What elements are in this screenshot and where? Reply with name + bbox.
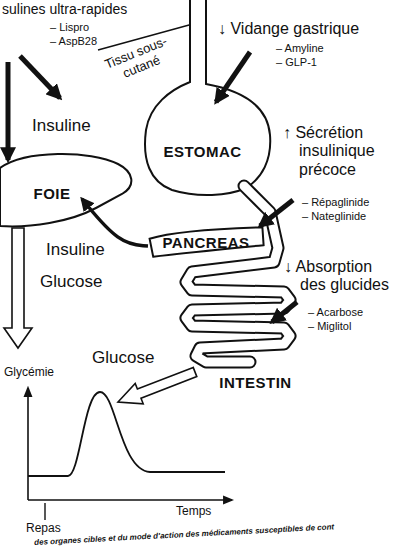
drug-name: – Nateglinide: [302, 210, 366, 223]
effect-heading: ↑ Sécrétion insulinique précoce: [283, 124, 401, 179]
x-axis: [28, 499, 232, 501]
meal-tick: [44, 503, 45, 520]
organ-liver: FOIE: [22, 178, 82, 208]
axis-label: Repas: [26, 522, 61, 536]
effect-heading: ↓ Vidange gastrique: [218, 20, 359, 38]
organ-stomach: ESTOMAC: [156, 138, 249, 164]
glucose-label: Glucose: [92, 348, 154, 368]
drug-name: – Lispro: [50, 21, 89, 34]
axis-label: Temps: [176, 505, 211, 519]
drug-arrow: [272, 302, 297, 322]
drug-name: – Miglitol: [308, 320, 351, 333]
hormone-label: Insuline: [32, 116, 91, 136]
hollow-arrow: [4, 228, 32, 348]
injection-arrow: [20, 56, 60, 98]
axis-label: Glycémie: [4, 366, 54, 380]
glycemia-curve: [28, 392, 225, 476]
insulin-arrow: [6, 62, 11, 160]
tissue-label: Tissu sous-cutané: [100, 33, 178, 88]
glucose-label: Glucose: [40, 272, 102, 292]
organ-name: ESTOMAC: [163, 143, 241, 160]
organ-pancreas: PANCREAS: [146, 226, 266, 258]
organ-name: INTESTIN: [219, 374, 291, 391]
drug-arrow: [260, 200, 293, 226]
y-axis: [27, 388, 29, 500]
organ-name: PANCREAS: [162, 234, 249, 251]
effect-heading: ↓ Absorption des glucides: [284, 258, 402, 295]
organ-name: FOIE: [33, 185, 70, 202]
drug-name: – Acarbose: [308, 306, 363, 319]
drug-name: – Amyline: [276, 42, 324, 55]
drug-name: – AspB28: [50, 35, 97, 48]
drug-name: – Répaglinide: [302, 196, 369, 209]
organ-intestine: INTESTIN: [212, 370, 299, 395]
edge-label: Insuline: [44, 240, 107, 260]
hollow-arrow: [118, 367, 197, 403]
figure-caption: des organes cibles et du mode d'action d…: [34, 522, 334, 547]
flow-arrow: [82, 199, 148, 246]
liver-outline: [0, 154, 131, 226]
drug-name: – GLP-1: [276, 56, 317, 69]
drug-arrow: [216, 52, 250, 102]
drug-class: sulines ultra-rapides: [2, 1, 127, 17]
pancreas-shape: [150, 227, 264, 256]
